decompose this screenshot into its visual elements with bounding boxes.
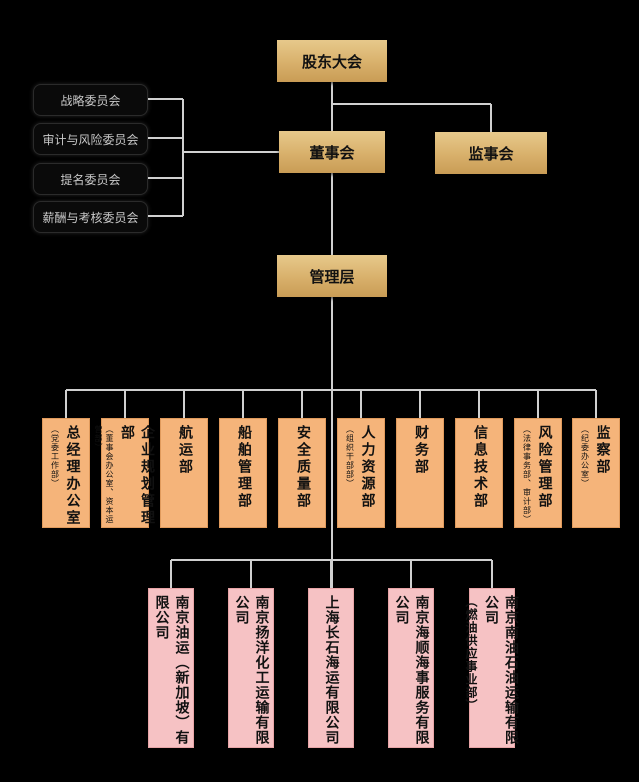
department-box: 监察部 （纪委办公室） (572, 418, 620, 528)
department-name: 企业规划管理部 (119, 425, 155, 527)
department-name: 人力资源部 (359, 425, 376, 510)
subsidiary-box: 南京海顺海事服务有限公司 (388, 588, 434, 748)
subsidiary-box: 南京扬洋化工运输有限公司 (228, 588, 274, 748)
department-box: 财务部 (396, 418, 444, 528)
board-label: 董事会 (309, 143, 355, 162)
department-box: 人力资源部 （组织干部部） (337, 418, 385, 528)
department-box: 风险管理部 （法律事务部、审计部） (514, 418, 562, 528)
subsidiary-box: 南京南油石油运输有限公司 （燃油供应事业部） (464, 588, 519, 748)
subsidiary-name: 南京扬洋化工运输有限公司 (233, 595, 270, 745)
committee-label: 提名委员会 (60, 172, 121, 187)
department-box: 总经理办公室 （党委工作部） (42, 418, 90, 528)
supervisory-board-label: 监事会 (468, 144, 514, 163)
department-box: 船舶管理部 (219, 418, 267, 528)
committee-remuneration: 薪酬与考核委员会 (33, 201, 148, 233)
department-box: 信息技术部 (455, 418, 503, 528)
shareholders-meeting-box: 股东大会 (277, 40, 387, 82)
department-note: （纪委办公室） (580, 425, 590, 488)
shareholders-meeting-label: 股东大会 (301, 52, 362, 71)
committee-strategy: 战略委员会 (33, 84, 148, 116)
committee-nomination: 提名委员会 (33, 163, 148, 195)
department-note: （法律事务部、审计部） (522, 425, 532, 524)
subsidiary-name: 南京南油石油运输有限公司 (483, 595, 519, 745)
department-name: 信息技术部 (472, 425, 488, 510)
management-box: 管理层 (277, 255, 387, 297)
board-box: 董事会 (279, 131, 385, 173)
subsidiary-name: 南京海顺海事服务有限公司 (393, 595, 430, 745)
department-note: （组织干部部） (345, 425, 355, 488)
subsidiary-note: （燃油供应事业部） (464, 595, 478, 712)
management-label: 管理层 (309, 267, 355, 286)
subsidiary-name: 上海长石海运有限公司 (323, 595, 340, 745)
subsidiary-box: 南京油运（新加坡）有限公司 (148, 588, 194, 748)
committee-label: 审计与风险委员会 (42, 132, 139, 147)
committee-label: 薪酬与考核委员会 (42, 210, 139, 225)
department-name: 财务部 (413, 425, 429, 476)
department-box: 企业规划管理部 （董事会办公室、资本运营部） (94, 418, 155, 528)
supervisory-board-box: 监事会 (435, 132, 547, 174)
committee-label: 战略委员会 (60, 93, 121, 108)
department-name: 船舶管理部 (236, 425, 252, 510)
department-name: 航运部 (177, 425, 193, 476)
department-name: 风险管理部 (536, 425, 553, 510)
department-name: 监察部 (594, 425, 611, 476)
department-box: 航运部 (160, 418, 208, 528)
department-name: 总经理办公室 (64, 425, 81, 527)
department-note: （董事会办公室、资本运营部） (94, 425, 114, 524)
subsidiary-name: 南京油运（新加坡）有限公司 (153, 595, 190, 745)
subsidiary-box: 上海长石海运有限公司 (308, 588, 354, 748)
committee-audit-risk: 审计与风险委员会 (33, 123, 148, 155)
department-note: （党委工作部） (50, 425, 60, 488)
department-name: 安全质量部 (295, 425, 311, 510)
department-box: 安全质量部 (278, 418, 326, 528)
